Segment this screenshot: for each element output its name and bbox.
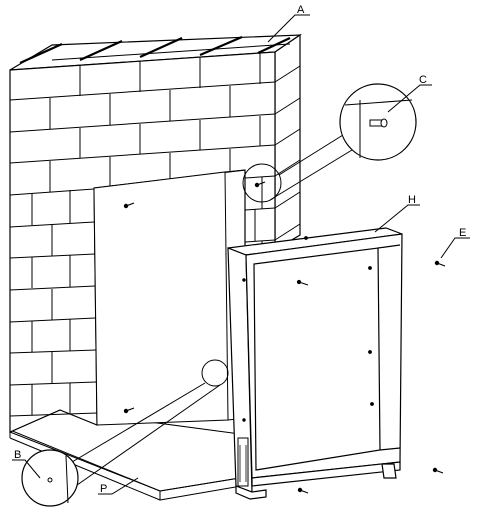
- wall-opening-panel: [93, 169, 246, 426]
- loose-screws: [297, 260, 446, 494]
- detail-circle-c-source: [242, 163, 282, 203]
- label-c: C: [419, 74, 427, 86]
- label-e: E: [459, 227, 466, 239]
- frame-unit: [227, 227, 403, 500]
- bolt-icon: [296, 279, 309, 286]
- label-b: B: [14, 449, 21, 461]
- screw-icon: [432, 467, 444, 474]
- leader-lines: [12, 14, 470, 495]
- wall-top-bricks: [19, 35, 291, 65]
- screw-icon: [297, 487, 309, 494]
- bolt-icon: [123, 202, 135, 209]
- screw-icon: [434, 260, 446, 267]
- detail-c: [339, 83, 417, 161]
- label-a: A: [297, 4, 305, 16]
- detail-b: [21, 449, 79, 507]
- detail-circle-b-source: [201, 359, 229, 387]
- label-h: H: [408, 194, 416, 206]
- bolt-icon: [254, 181, 266, 188]
- label-p: P: [100, 483, 107, 495]
- bolt-icon: [369, 118, 388, 128]
- frame-fasteners: [242, 236, 374, 422]
- anchor-bolts: [123, 181, 266, 414]
- wall-brick-courses: [9, 53, 301, 417]
- bolt-icon: [123, 407, 135, 414]
